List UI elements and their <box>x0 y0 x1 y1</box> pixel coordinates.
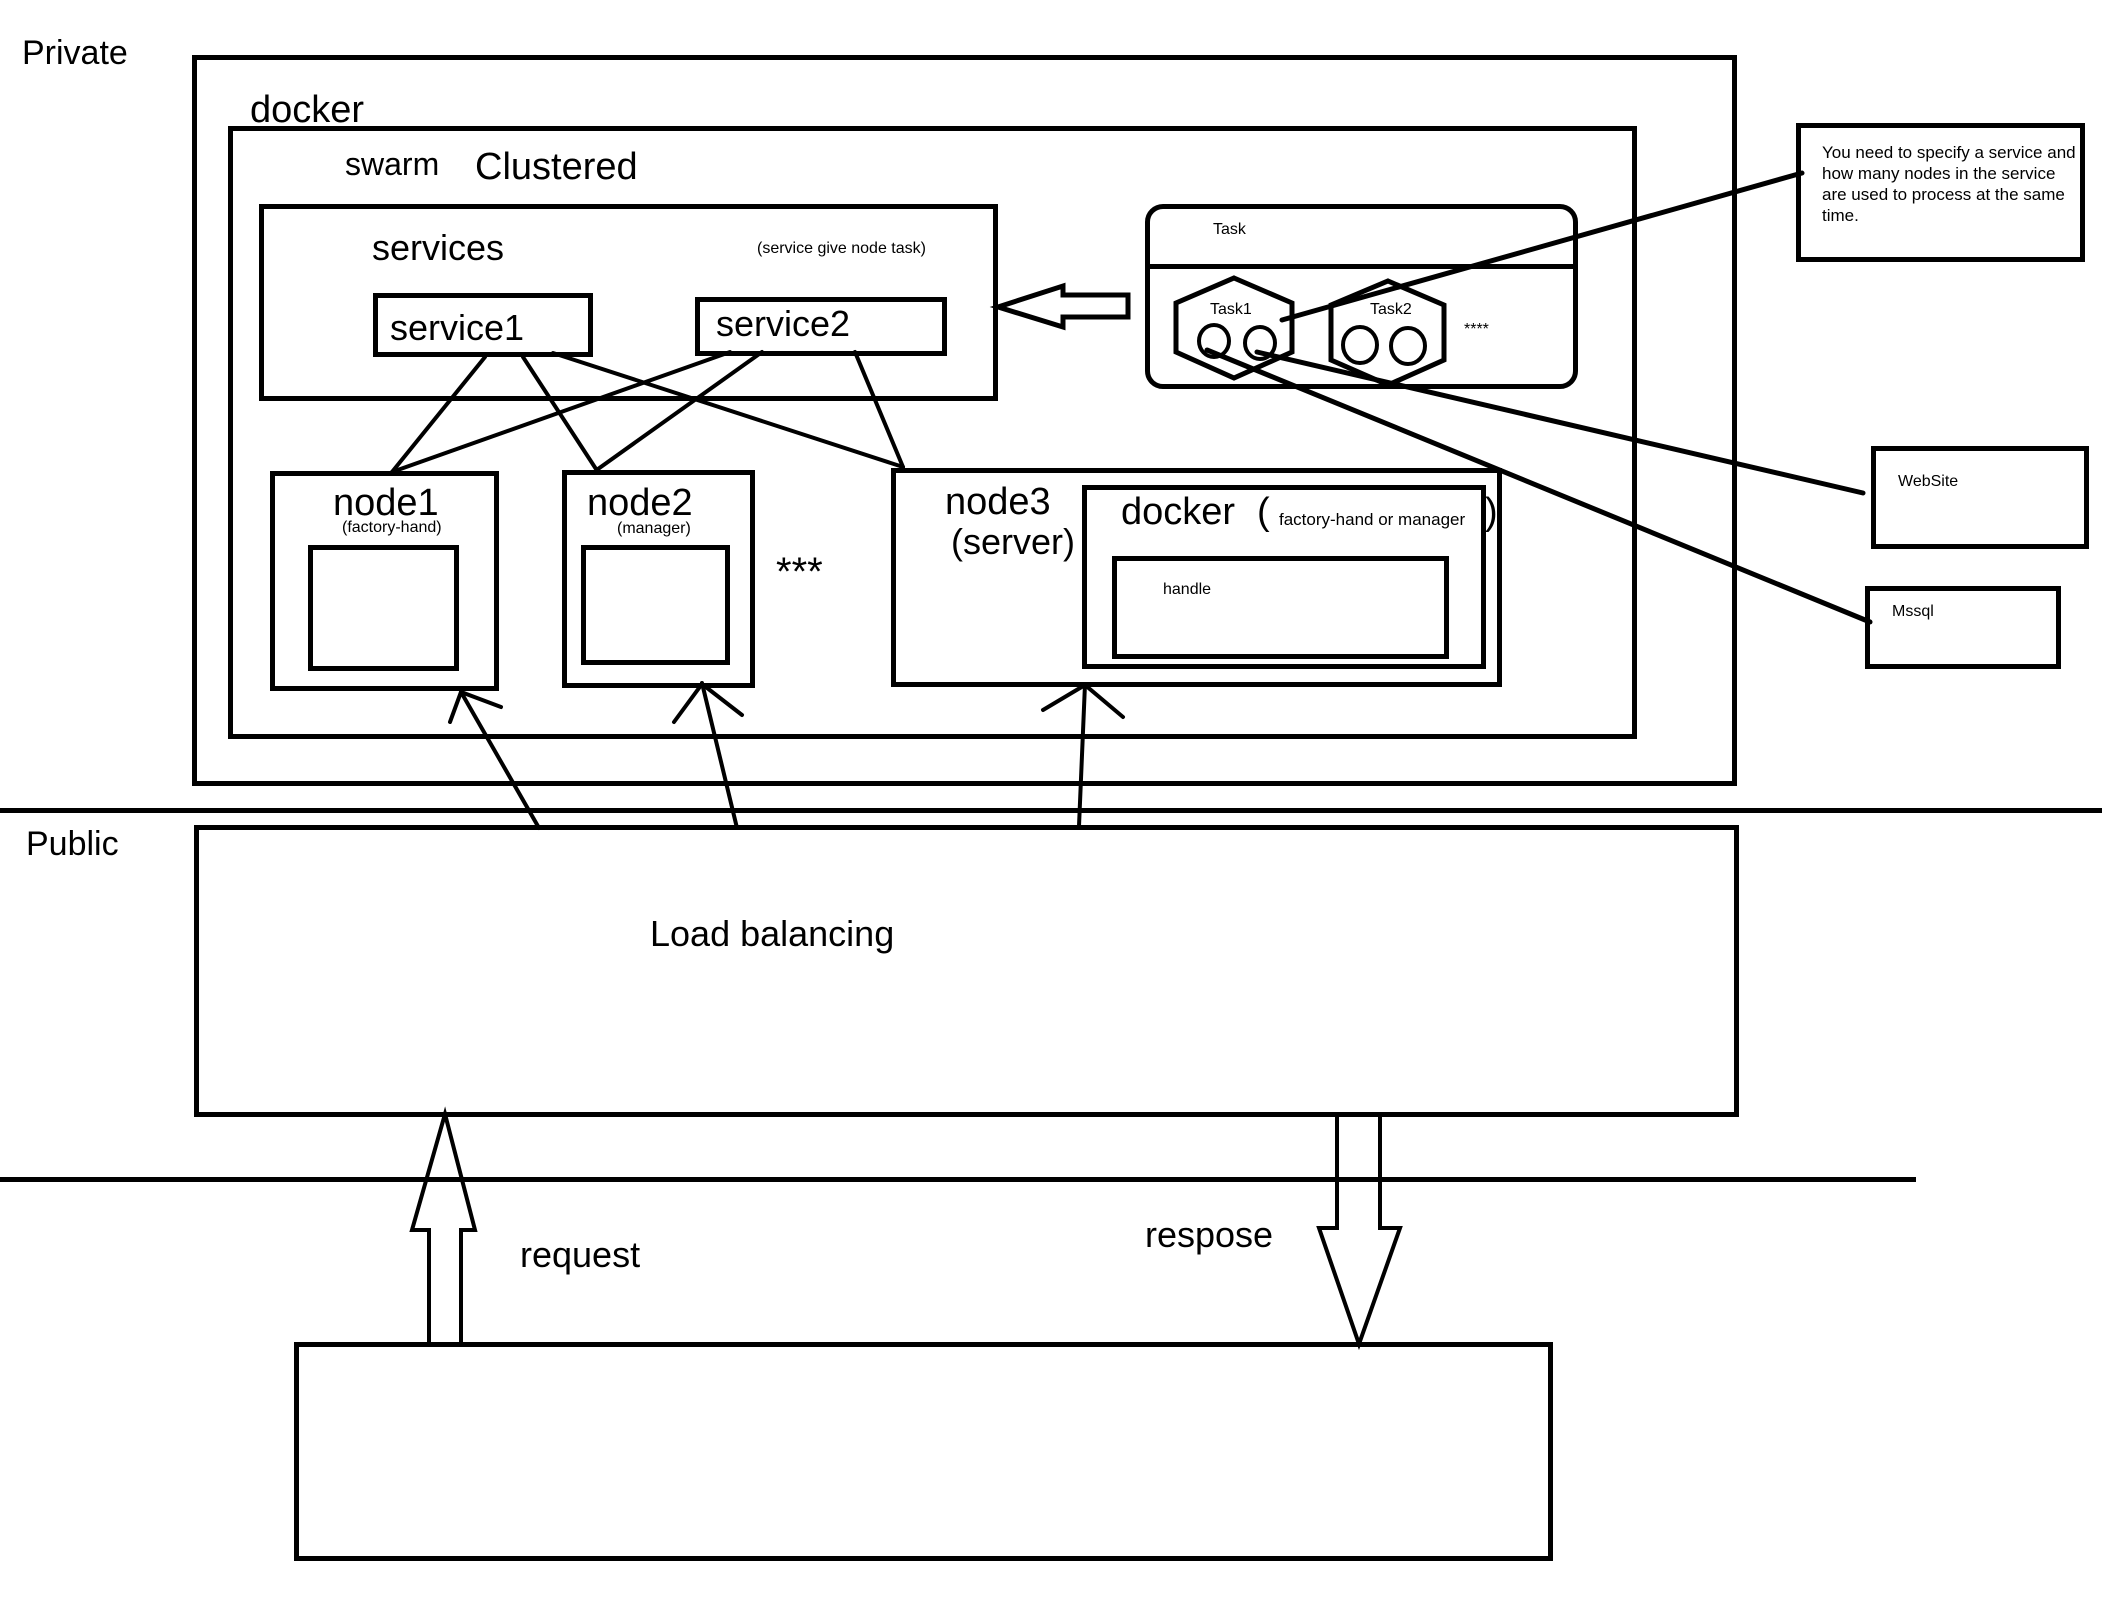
node3-role: (server) <box>951 521 1075 562</box>
node3-docker-open-paren: ( <box>1257 491 1270 533</box>
node3-box[interactable] <box>891 468 1502 687</box>
link-service2-node2 <box>596 350 764 471</box>
services-box[interactable] <box>259 204 998 401</box>
link-service2-node1 <box>390 350 732 474</box>
arrow-lb-node1 <box>448 689 541 830</box>
request-arrow-icon <box>409 1106 478 1346</box>
arrowhead-icon <box>448 689 503 724</box>
arrow-lb-node3 <box>1041 682 1125 828</box>
node3-docker-role: factory-hand or manager <box>1279 510 1466 529</box>
annotation-line: You need to specify a service and <box>1822 143 2076 162</box>
link-service2-node3 <box>853 350 905 469</box>
link-service1-node3 <box>551 351 905 469</box>
node1-container-box <box>308 545 459 671</box>
task1-label: Task1 <box>1210 301 1252 318</box>
swarm-cluster-box <box>228 126 1637 739</box>
link-task1-website <box>1254 349 1866 496</box>
link-task1-mssql <box>1204 347 1873 625</box>
node2-role: (manager) <box>617 520 691 537</box>
task-panel[interactable] <box>1145 204 1578 389</box>
container-circle-icon <box>1389 326 1427 366</box>
request-label: request <box>520 1234 641 1275</box>
node3-docker-close-paren: ) <box>1485 491 1498 533</box>
handle-label: handle <box>1163 581 1212 598</box>
task-panel-divider <box>1145 264 1578 269</box>
node2-label: node2 <box>587 482 693 524</box>
client-box[interactable] <box>294 1342 1553 1561</box>
service2-box[interactable] <box>695 297 947 356</box>
node2-container-box <box>581 545 730 665</box>
public-zone-label: Public <box>26 825 119 863</box>
node3-docker-box <box>1082 485 1486 669</box>
annotation-line: how many nodes in the service <box>1822 164 2056 183</box>
services-note: (service give node task) <box>757 240 926 257</box>
node3-label: node3 <box>945 481 1051 523</box>
mssql-label: Mssql <box>1892 603 1934 620</box>
private-public-divider <box>0 808 2102 813</box>
public-client-divider <box>0 1177 1916 1182</box>
link-service1-node1 <box>390 355 487 474</box>
arrow-lb-node2 <box>672 681 744 830</box>
node3-docker-title: docker <box>1121 491 1236 533</box>
private-zone-label: Private <box>22 34 128 72</box>
docker-host-title: docker <box>250 89 365 131</box>
swarm-title: swarm <box>345 146 440 182</box>
annotation-note-box <box>1796 123 2085 262</box>
website-box[interactable] <box>1871 446 2089 549</box>
node1-box[interactable] <box>270 471 499 691</box>
handle-box <box>1112 556 1449 659</box>
annotation-line: are used to process at the same <box>1822 185 2065 204</box>
container-circle-icon <box>1197 323 1231 359</box>
mssql-box[interactable] <box>1865 586 2061 669</box>
arrowhead-icon <box>1041 682 1125 719</box>
response-arrow-icon <box>1316 1112 1403 1351</box>
task2-label: Task2 <box>1370 301 1412 318</box>
task-to-services-arrow-icon <box>989 282 1131 331</box>
response-label: respose <box>1145 1214 1274 1255</box>
task1-hexagon[interactable] <box>1173 275 1295 381</box>
private-zone-box <box>192 55 1737 786</box>
node2-box[interactable] <box>562 470 755 688</box>
more-tasks-ellipsis: **** <box>1464 321 1489 338</box>
node1-label: node1 <box>333 482 439 524</box>
hexagon-icon <box>1173 275 1295 381</box>
load-balancer-label: Load balancing <box>650 913 895 954</box>
node1-role: (factory-hand) <box>342 519 442 536</box>
services-title: services <box>372 227 505 268</box>
annotation-line: time. <box>1822 206 1859 225</box>
service1-label: service1 <box>390 307 525 348</box>
load-balancer-box[interactable] <box>194 825 1739 1117</box>
container-circle-icon <box>1341 325 1379 365</box>
service1-box[interactable] <box>373 293 593 357</box>
clustered-title: Clustered <box>475 146 638 188</box>
more-nodes-ellipsis: *** <box>776 550 823 594</box>
arrowhead-icon <box>672 681 744 724</box>
service2-label: service2 <box>716 303 851 344</box>
task-panel-title: Task <box>1213 221 1246 238</box>
website-label: WebSite <box>1898 473 1959 490</box>
container-circle-icon <box>1243 325 1277 361</box>
link-annotation-task1 <box>1279 170 1805 323</box>
